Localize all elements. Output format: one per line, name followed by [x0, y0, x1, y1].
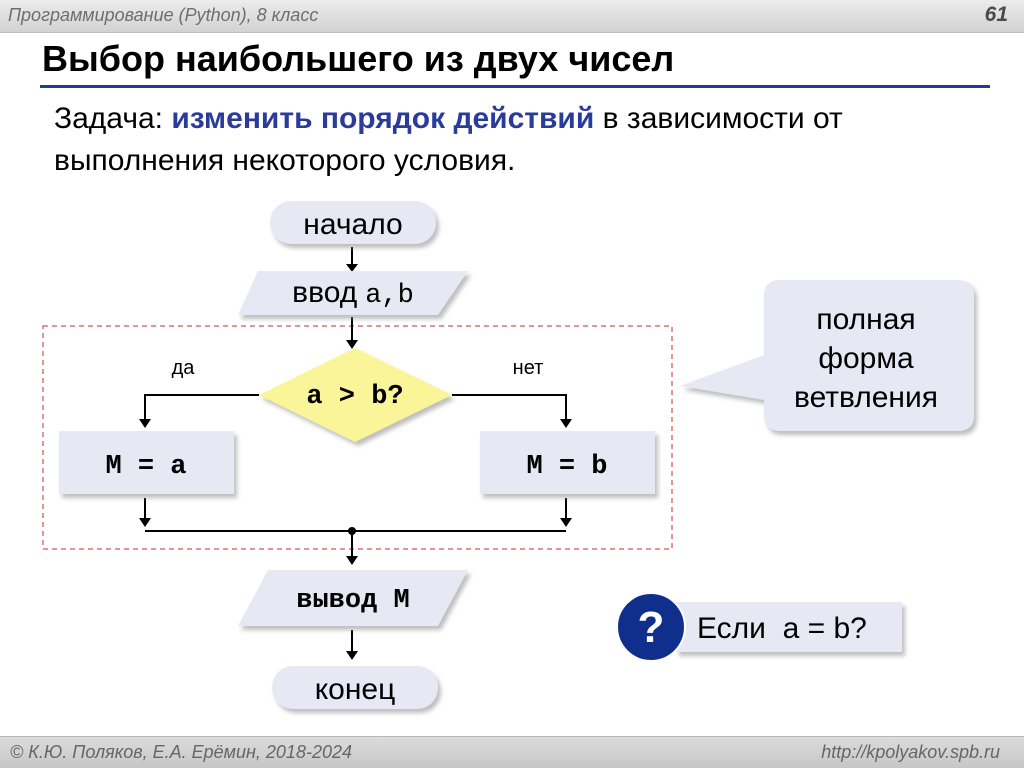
no-action-block: [480, 431, 655, 494]
task-prefix: Задача:: [54, 102, 172, 135]
header-bar: Программирование (Python), 8 класс 61: [0, 0, 1024, 33]
branch-region-frame: [42, 325, 673, 550]
output-label: вывод M: [296, 586, 409, 616]
no-label: нет: [513, 357, 544, 379]
arrowheads: [139, 264, 572, 660]
flowchart-diagram: начало ввод a,b a > b? да нет M = a M = b…: [42, 201, 974, 709]
callout-line-2: форма: [818, 342, 914, 375]
input-label: ввод a,b: [292, 276, 414, 311]
question-text: Если a = b?: [697, 612, 867, 645]
task-suffix: в зависимости от выполнения некоторого у…: [54, 102, 843, 177]
input-block: [238, 271, 468, 315]
callout-line-3: ветвления: [794, 381, 938, 414]
question-box: [676, 602, 902, 652]
page-number: 61: [984, 3, 1008, 26]
question-icon: [616, 592, 686, 662]
site-link[interactable]: http://kpolyakov.spb.ru: [821, 742, 1000, 762]
authors-credit: © К.Ю. Поляков, Е.А. Ерёмин, 2018-2024: [10, 742, 352, 762]
footer-bar: © К.Ю. Поляков, Е.А. Ерёмин, 2018-2024 h…: [0, 736, 1024, 768]
callout-line-1: полная: [816, 303, 915, 336]
start-label: начало: [303, 208, 402, 241]
no-action-label: M = b: [526, 452, 607, 482]
task-highlight: изменить порядок действий: [171, 102, 595, 135]
yes-label: да: [172, 357, 196, 379]
yes-action-label: M = a: [105, 452, 186, 482]
condition-diamond: [259, 348, 452, 442]
start-terminator: [270, 201, 436, 244]
question-mark: ?: [638, 603, 665, 652]
callout-bubble: [680, 280, 974, 431]
course-name: Программирование (Python), 8 класс: [8, 5, 319, 25]
task-text: Задача: изменить порядок действий в зави…: [54, 98, 984, 182]
end-label: конец: [315, 673, 396, 706]
slide-title: Выбор наибольшего из двух чисел: [42, 38, 675, 79]
yes-action-block: [59, 431, 234, 494]
input-vars: a,b: [365, 281, 414, 311]
title-underline: [40, 85, 990, 88]
end-terminator: [272, 666, 438, 709]
output-block: [238, 570, 468, 626]
input-word: ввод: [292, 276, 357, 309]
condition-label: a > b?: [306, 382, 403, 412]
